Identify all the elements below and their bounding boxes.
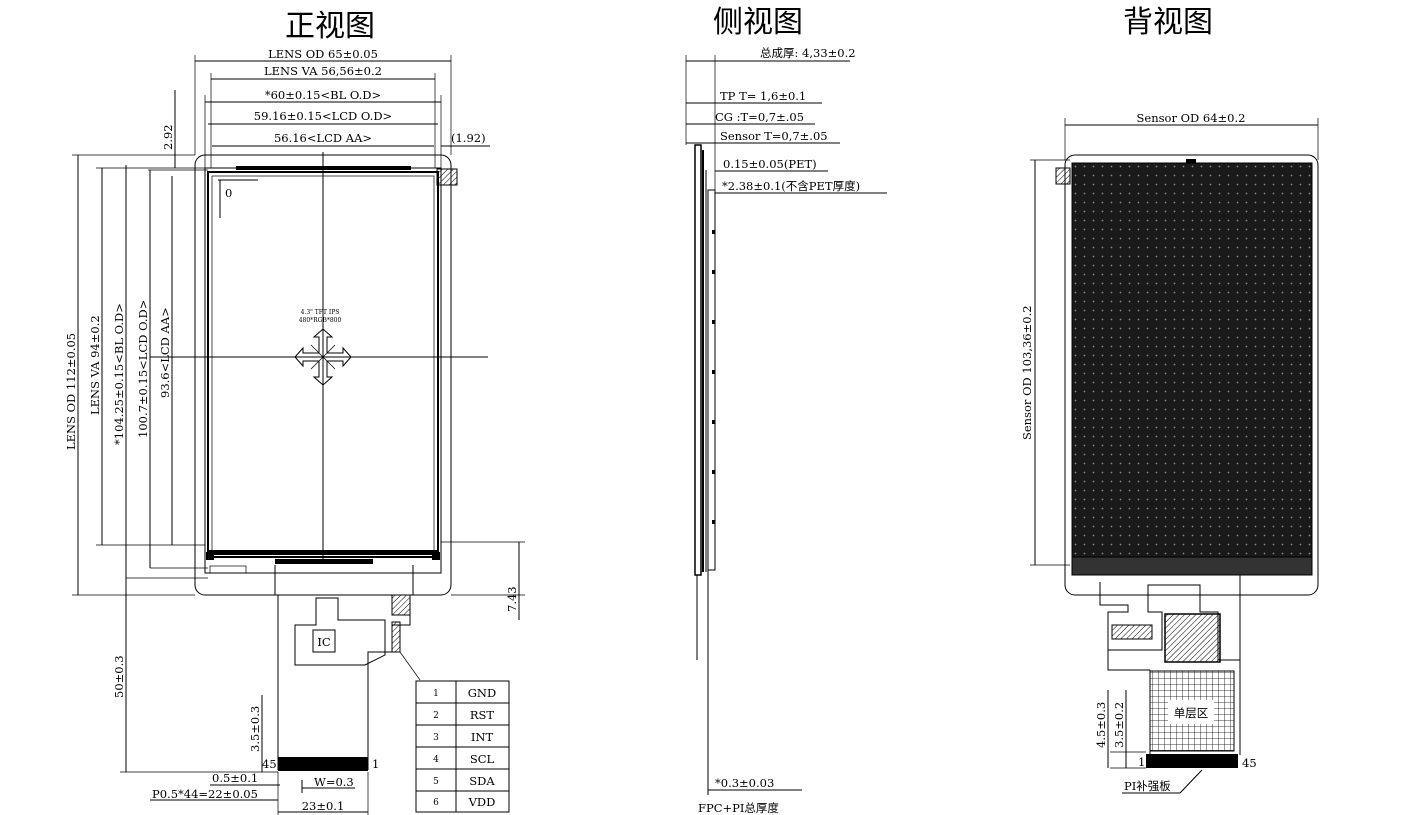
single-layer-label: 单层区 <box>1174 706 1209 720</box>
back-pin-first: 1 <box>1138 755 1145 769</box>
fpc-total-note: FPC+PI总厚度 <box>698 801 779 815</box>
bl-od-height: *104.25±0.15<BL O.D> <box>112 303 126 445</box>
front-view-title: 正视图 <box>285 9 375 44</box>
fpc-length: 50±0.3 <box>112 655 126 698</box>
lens-va-width: LENS VA 56,56±0.2 <box>264 64 382 78</box>
sensor-od-height: Sensor OD 103,36±0.2 <box>1020 305 1034 440</box>
pin-name: RST <box>470 708 495 722</box>
fpc: IC 45 1 <box>262 565 421 771</box>
total-thickness: 总成厚: 4,33±0.2 <box>760 46 856 60</box>
origin-label: 0 <box>225 186 232 200</box>
cover-glass-profile <box>694 144 702 576</box>
panel-spec-line2: 480*RGB*800 <box>299 317 342 324</box>
pin-no: 3 <box>433 733 439 743</box>
back-dim-b: 3.5±0.2 <box>1112 702 1126 748</box>
fpc-thickness: *0.3±0.03 <box>715 776 774 790</box>
sensor-od-width: Sensor OD 64±0.2 <box>1137 111 1246 125</box>
pin-pitch: 0.5±0.1 <box>212 771 258 785</box>
pin-span: P0.5*44=22±0.05 <box>152 787 258 801</box>
front-view: 4.3" TFT IPS 480*RGB*800 0 LENS OD 65±0.… <box>64 47 525 815</box>
back-lens-outline <box>1064 154 1319 596</box>
lens-va-height: LENS VA 94±0.2 <box>88 315 102 415</box>
fpc-pin-first: 45 <box>262 757 277 771</box>
pin-name: SDA <box>469 774 495 788</box>
bl-od-width: *60±0.15<BL O.D> <box>265 88 381 102</box>
cg-thickness: CG :T=0,7±.05 <box>715 110 804 124</box>
lens-od-width: LENS OD 65±0.05 <box>268 47 378 61</box>
top-gap: 2.92 <box>161 124 175 150</box>
pin-no: 2 <box>433 711 439 721</box>
ic-chip <box>312 629 336 653</box>
pi-stiffener-note: PI补强板 <box>1124 779 1171 793</box>
back-view-title: 背视图 <box>1123 5 1213 40</box>
right-gap: (1.92) <box>451 131 486 145</box>
side-view-title: 侧视图 <box>713 5 803 40</box>
lcd-aa-width: 56.16<LCD AA> <box>274 131 372 145</box>
ic-label: IC <box>317 635 331 649</box>
back-dim-a: 4.5±0.3 <box>1094 702 1108 748</box>
notch-block <box>436 168 458 186</box>
pin-no: 5 <box>433 777 439 787</box>
pin-no: 1 <box>433 689 439 699</box>
pin-width: W=0.3 <box>314 775 354 789</box>
back-pin-last: 45 <box>1242 756 1257 770</box>
lcd-aa-height: 93.6<LCD AA> <box>158 307 172 398</box>
center-mark-icon <box>294 328 352 386</box>
lens-od-height: LENS OD 112±0.05 <box>64 333 78 450</box>
pin-name: VDD <box>468 795 496 809</box>
bottom-gap: 7.43 <box>505 586 519 612</box>
fpc-width: 23±0.1 <box>302 799 345 813</box>
pin-table: 1 GND 2 RST 3 INT 4 SCL 5 SDA 6 VDD <box>415 680 510 813</box>
lcd-od-width: 59.16±0.15<LCD O.D> <box>254 109 392 123</box>
pin-name: INT <box>471 730 494 744</box>
pin-no: 6 <box>433 798 439 808</box>
fpc-pin-last: 1 <box>372 757 379 771</box>
pin-no: 4 <box>433 755 439 765</box>
stiffener-length: 3.5±0.3 <box>248 706 262 752</box>
sensor-area <box>1071 162 1313 561</box>
sensor-thickness: Sensor T=0,7±.05 <box>720 129 828 143</box>
lcd-od-height: 100.7±0.15<LCD O.D> <box>136 300 150 438</box>
tp-thickness: TP T= 1,6±0.1 <box>720 89 806 103</box>
top-dimensions: LENS OD 65±0.05 LENS VA 56,56±0.2 *60±0.… <box>161 47 490 168</box>
back-view: Sensor OD 64±0.2 Sensor OD 103,36±0.2 单层… <box>1020 111 1319 794</box>
lcd-thickness: *2.38±0.1(不含PET厚度) <box>722 179 860 193</box>
pet-thickness: 0.15±0.05(PET) <box>723 157 817 171</box>
left-dimensions: LENS OD 112±0.05 LENS VA 94±0.2 *104.25±… <box>64 154 208 596</box>
side-view: 总成厚: 4,33±0.2 TP T= 1,6±0.1 CG :T=0,7±.0… <box>685 46 887 815</box>
pin-name: SCL <box>470 752 495 766</box>
panel-spec-line1: 4.3" TFT IPS <box>301 309 340 316</box>
pin-name: GND <box>468 686 496 700</box>
gold-fingers <box>278 757 368 771</box>
